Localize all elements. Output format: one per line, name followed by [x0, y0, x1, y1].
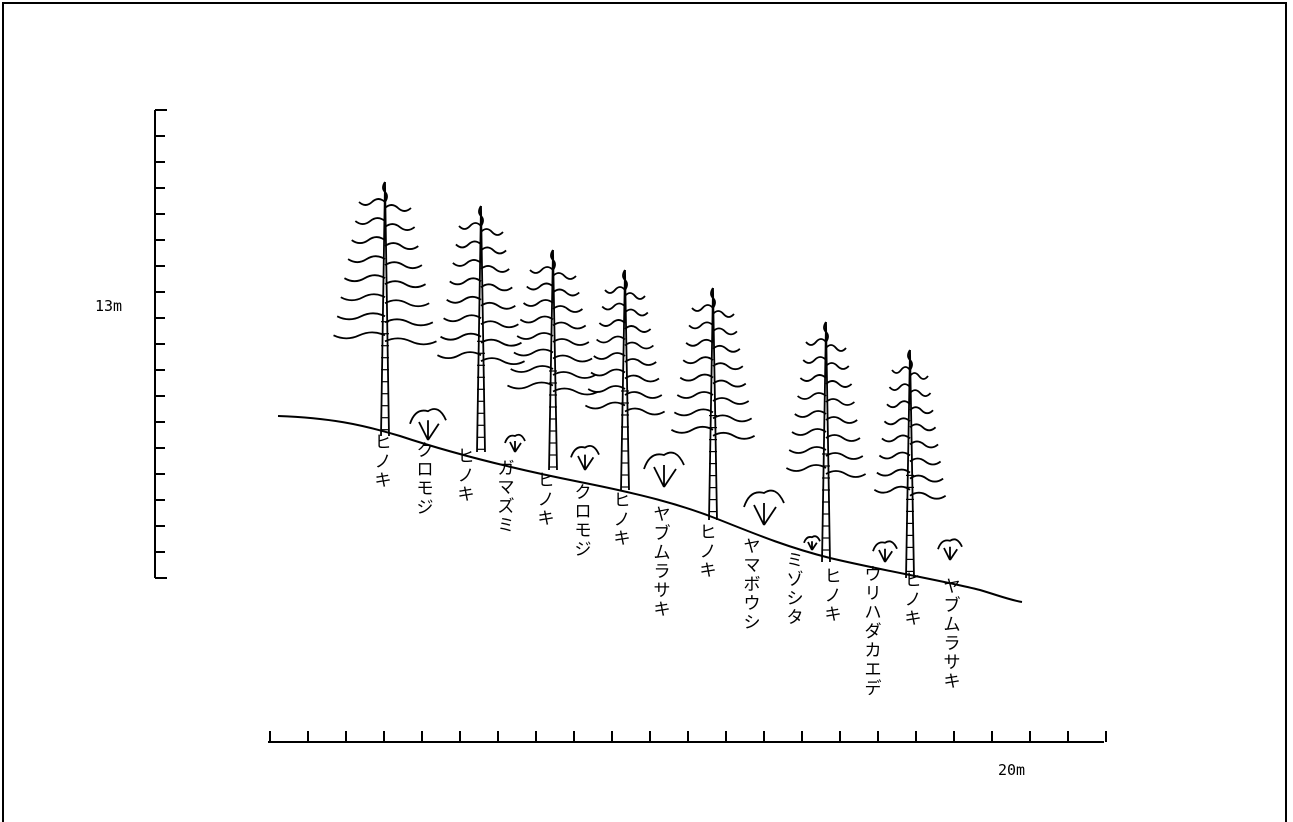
- species-label: ヒノキ: [614, 491, 631, 549]
- species-label: ヒノキ: [458, 447, 475, 505]
- species-label: ウリハダカエデ: [865, 565, 882, 699]
- species-label: クロモジ: [417, 441, 434, 518]
- vertical-scale-label: 13m: [95, 297, 122, 315]
- shrub: [872, 540, 898, 563]
- ground-line: [277, 415, 1023, 603]
- species-label: ヒノキ: [538, 471, 555, 529]
- shrub: [937, 538, 963, 561]
- vertical-scale: [154, 109, 167, 579]
- species-label: ヒノキ: [905, 571, 922, 629]
- shrub: [643, 451, 685, 488]
- conifer-tree: [584, 269, 666, 491]
- shrub: [504, 433, 526, 453]
- shrub: [803, 535, 821, 551]
- species-label: ヤマボウシ: [744, 537, 761, 633]
- plant-drawings: [333, 181, 963, 579]
- conifer-tree: [670, 287, 756, 521]
- conifer-tree: [437, 205, 525, 453]
- species-labels: ヒノキクロモジヒノキガマズミヒノキクロモジヒノキヤブムラサキヒノキヤマボウシミゾ…: [375, 433, 961, 699]
- horizontal-scale: [268, 731, 1107, 743]
- conifer-tree: [785, 321, 867, 563]
- species-label: クロモジ: [575, 483, 592, 560]
- conifer-tree: [507, 249, 599, 471]
- species-label: ヒノキ: [375, 433, 392, 491]
- species-label: ミゾシタ: [787, 551, 804, 628]
- shrub: [409, 408, 447, 441]
- species-label: ヒノキ: [825, 567, 842, 625]
- shrub: [743, 489, 785, 526]
- species-label: ヤブムラサキ: [944, 577, 961, 692]
- species-label: ヤブムラサキ: [654, 505, 671, 620]
- species-label: ガマズミ: [498, 459, 515, 536]
- horizontal-scale-label: 20m: [998, 761, 1025, 779]
- shrub: [570, 445, 600, 471]
- conifer-tree: [873, 349, 947, 579]
- conifer-tree: [333, 181, 437, 437]
- species-label: ヒノキ: [700, 523, 717, 581]
